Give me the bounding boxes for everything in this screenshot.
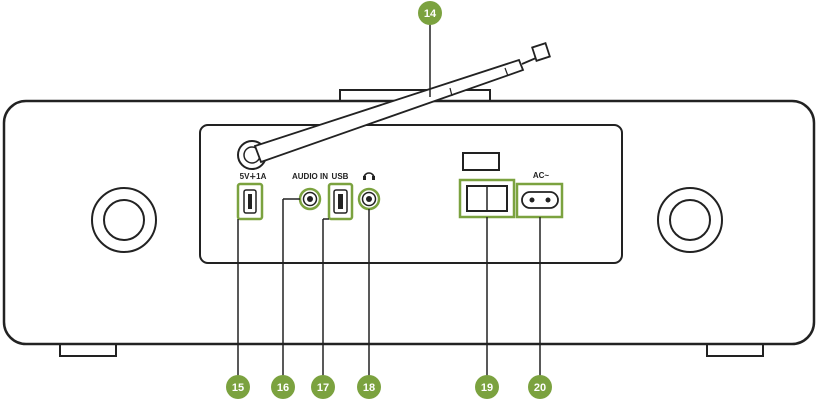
callout-20: 20	[528, 375, 552, 399]
left-knob	[92, 188, 156, 252]
right-knob	[658, 188, 722, 252]
svg-text:15: 15	[232, 382, 244, 394]
audio-in-label: AUDIO IN	[292, 172, 328, 181]
svg-text:19: 19	[481, 382, 493, 394]
label-plate	[463, 153, 499, 170]
callout-18: 18	[357, 375, 381, 399]
usb-label: USB	[332, 172, 349, 181]
ac-label: AC~	[533, 171, 550, 180]
svg-text:20: 20	[534, 382, 546, 394]
callout-19: 19	[475, 375, 499, 399]
svg-text:17: 17	[317, 382, 329, 394]
power-switch	[460, 180, 514, 217]
audio-in-jack	[300, 189, 320, 209]
callout-17: 17	[311, 375, 335, 399]
callout-14: 14	[418, 1, 442, 25]
headphone-jack	[359, 189, 379, 209]
callout-16: 16	[271, 375, 295, 399]
svg-text:16: 16	[277, 382, 289, 394]
svg-text:18: 18	[363, 382, 375, 394]
callout-15: 15	[226, 375, 250, 399]
svg-text:14: 14	[424, 8, 437, 20]
usb-power-label: 5V∔1A	[240, 172, 267, 181]
